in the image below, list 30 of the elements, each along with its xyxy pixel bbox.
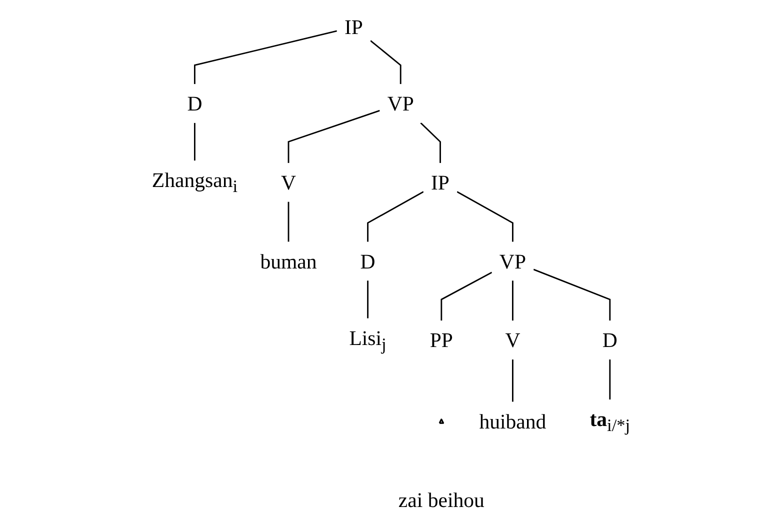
connector <box>288 202 290 242</box>
node-text: Lisi$_{j}$ <box>349 326 386 354</box>
connector <box>512 359 514 402</box>
node-text: D <box>602 328 618 352</box>
connector <box>512 280 514 321</box>
node-text: D <box>360 249 376 274</box>
node-text: PP <box>430 328 453 352</box>
connector <box>370 40 402 84</box>
connector <box>367 191 424 242</box>
connector <box>609 359 611 400</box>
node-text: V <box>505 328 520 352</box>
node-text: IP <box>431 170 450 194</box>
node-text: IP <box>344 15 363 39</box>
node-text: zai beihou <box>398 488 484 512</box>
node-text: huiband <box>479 409 546 434</box>
node-text: Zhangsan$_{i}$ <box>152 168 238 196</box>
connector <box>194 30 338 84</box>
connector <box>456 191 514 242</box>
node-text: VP <box>387 92 414 116</box>
node-text: ta$_{i/*j}$ <box>590 407 630 435</box>
connector <box>367 280 368 318</box>
connector <box>420 122 441 163</box>
connector <box>194 122 196 161</box>
connector <box>440 272 492 321</box>
node-text: V <box>281 170 296 194</box>
node-text: D <box>187 92 202 116</box>
node-text: buman <box>260 249 317 274</box>
connector <box>533 268 611 321</box>
node-text: VP <box>499 249 526 274</box>
connector <box>288 110 380 163</box>
